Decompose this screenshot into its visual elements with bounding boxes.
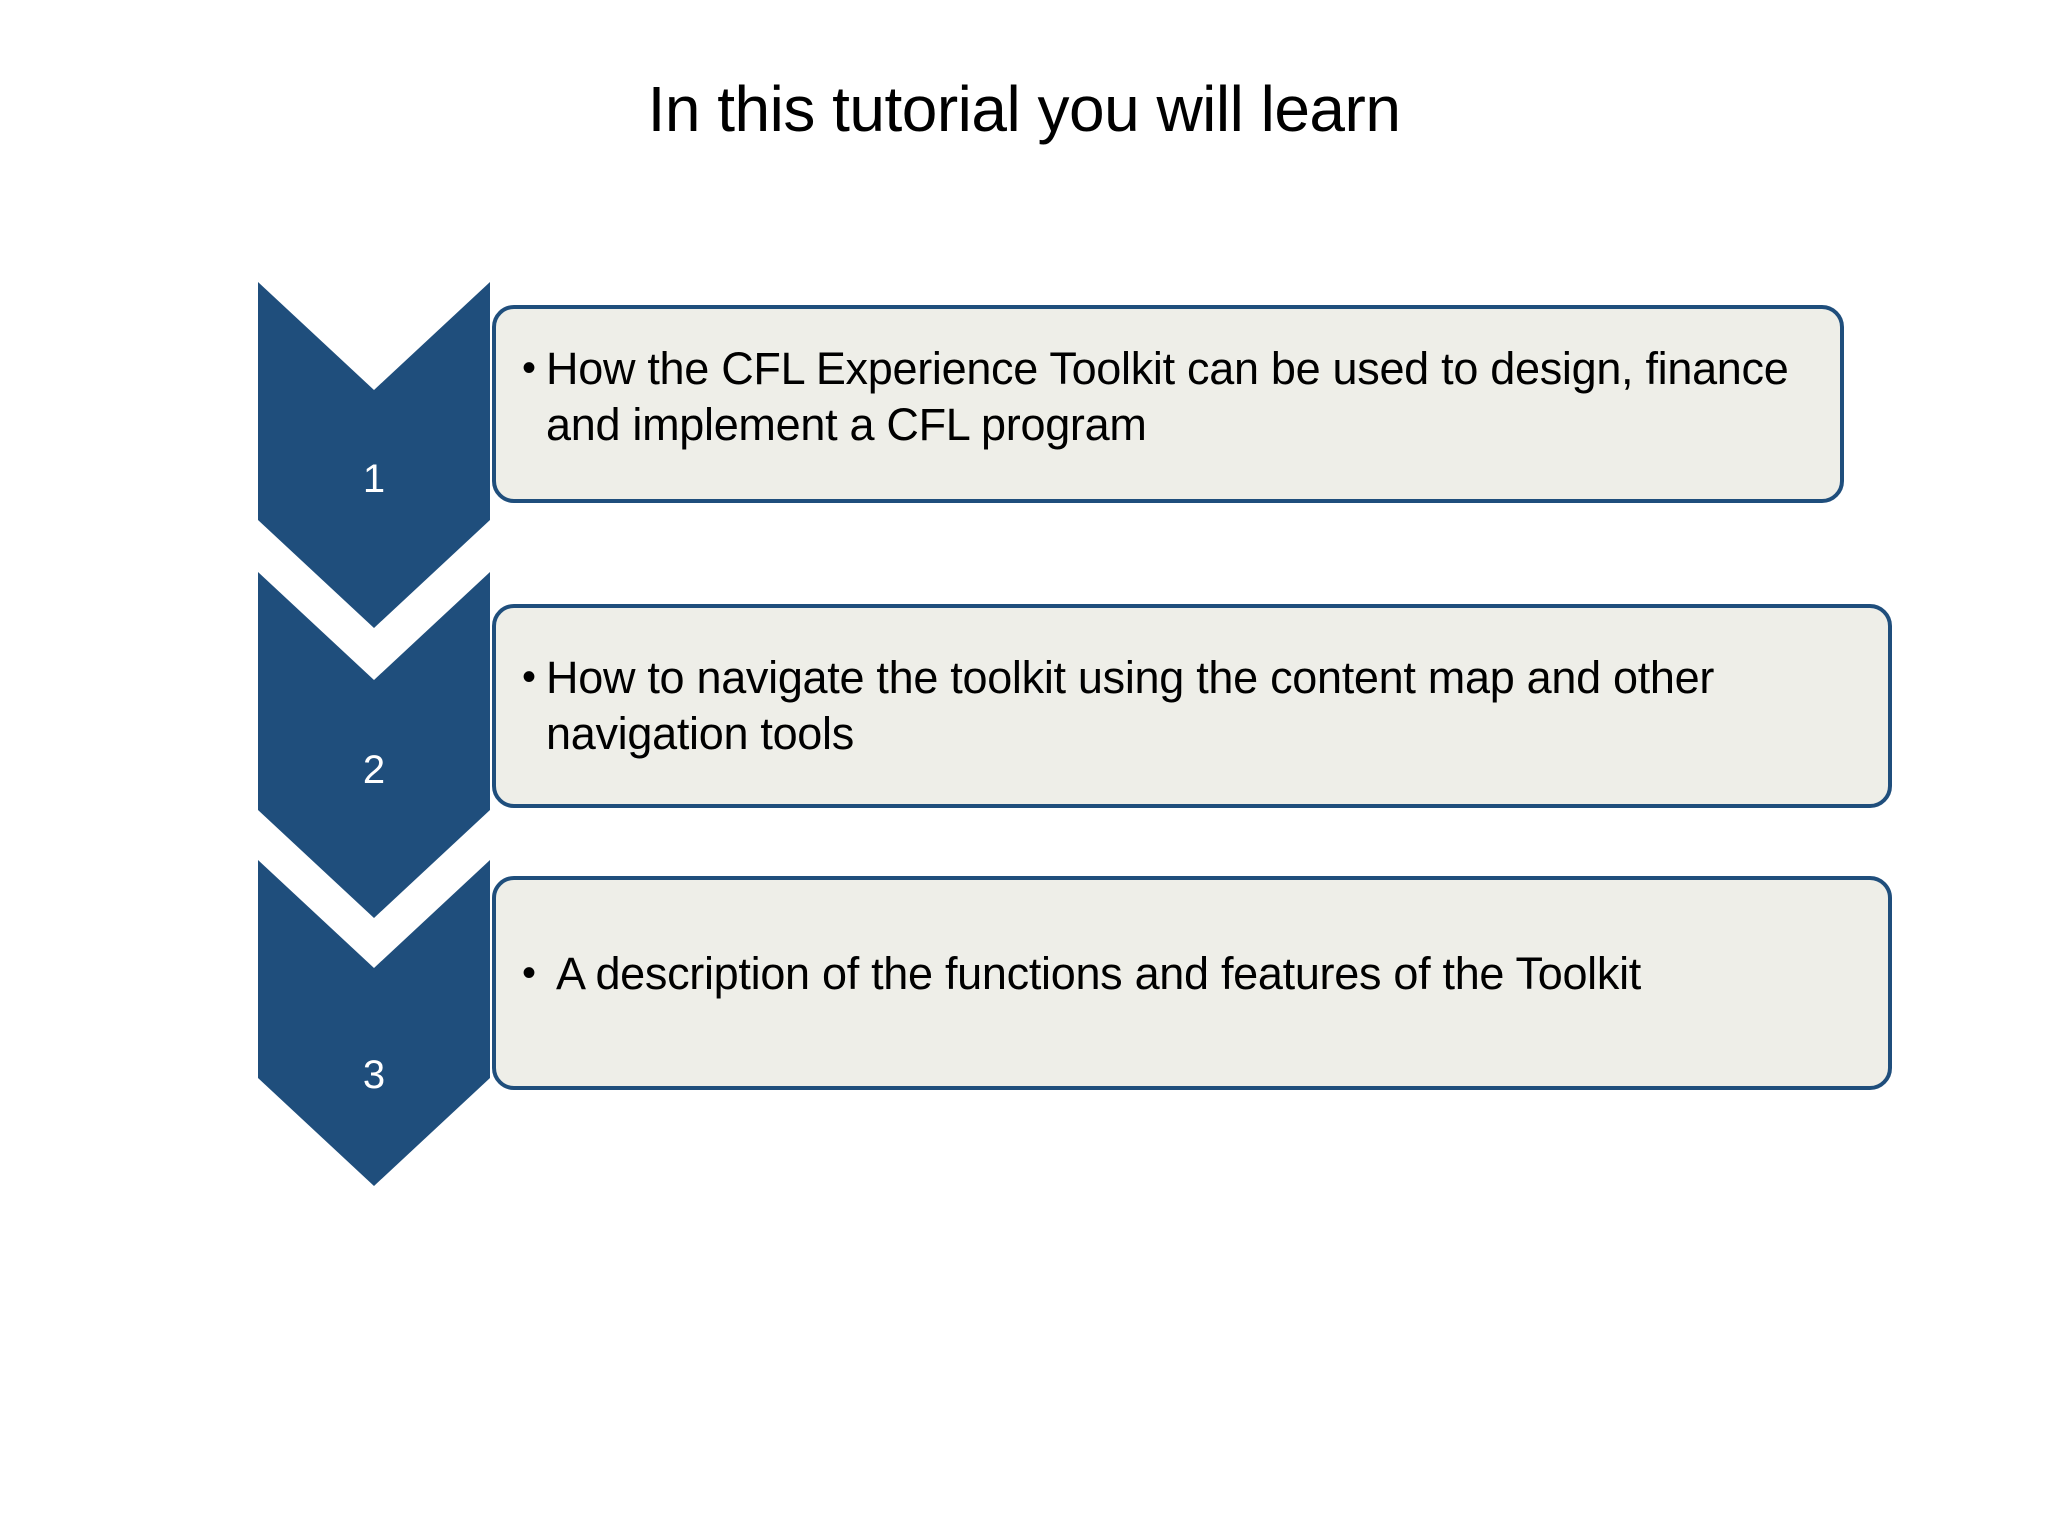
- step-number-2: 2: [362, 748, 386, 792]
- bullet-icon: •: [522, 346, 537, 390]
- chevron-shape-1[interactable]: [258, 282, 490, 628]
- step-text-box-3[interactable]: • A description of the functions and fea…: [492, 876, 1892, 1090]
- step-text-box-1[interactable]: • How the CFL Experience Toolkit can be …: [492, 305, 1844, 503]
- list-item: • How to navigate the toolkit using the …: [522, 650, 1870, 762]
- bullet-icon: •: [522, 951, 537, 995]
- bullet-icon: •: [522, 655, 537, 699]
- page-title: In this tutorial you will learn: [647, 73, 1401, 145]
- step-text-3: A description of the functions and featu…: [556, 948, 1641, 999]
- step-text-2: How to navigate the toolkit using the co…: [546, 652, 1715, 759]
- chevron-shape-2[interactable]: [258, 572, 490, 918]
- chevron-shape-3[interactable]: [258, 860, 490, 1186]
- step-text-1: How the CFL Experience Toolkit can be us…: [546, 343, 1789, 450]
- list-item: • How the CFL Experience Toolkit can be …: [522, 341, 1822, 453]
- step-number-3: 3: [362, 1053, 386, 1097]
- step-number-1: 1: [362, 457, 386, 501]
- step-text-box-2[interactable]: • How to navigate the toolkit using the …: [492, 604, 1892, 808]
- list-item: • A description of the functions and fea…: [522, 946, 1870, 1002]
